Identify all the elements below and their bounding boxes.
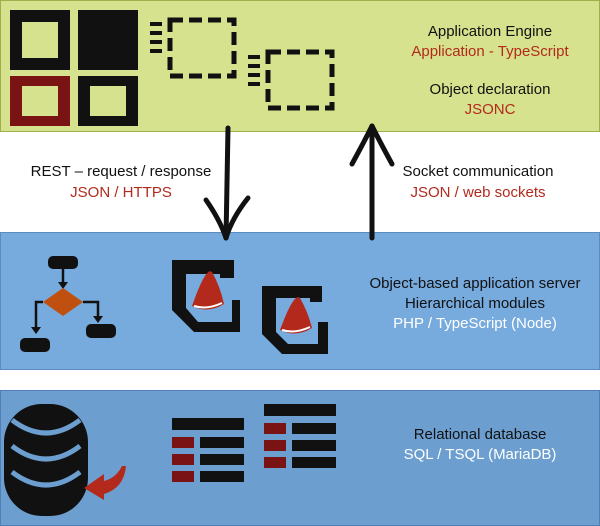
database-icon — [4, 404, 126, 516]
server-layer-subtitle: Hierarchical modules — [404, 295, 546, 312]
window-lines-icon — [150, 22, 260, 86]
object-declaration-title: Object declaration — [429, 81, 551, 98]
rest-link-title: REST – request / response — [30, 163, 212, 180]
module-icon — [172, 260, 328, 354]
app-grid-icon — [10, 10, 138, 126]
flowchart-icon — [20, 256, 116, 352]
rest-arrow — [203, 125, 251, 241]
db-layer-title: Relational database — [413, 426, 547, 443]
socket-arrow — [349, 123, 395, 241]
object-declaration-tech: JSONC — [464, 101, 516, 118]
socket-link-tech: JSON / web sockets — [410, 184, 546, 201]
server-layer-tech: PHP / TypeScript (Node) — [393, 315, 557, 332]
table-list-icon — [172, 404, 336, 482]
rest-link-tech: JSON / HTTPS — [70, 184, 172, 201]
socket-link-title: Socket communication — [402, 163, 554, 180]
server-layer-title: Object-based application server — [369, 275, 581, 292]
app-layer-tech: Application - TypeScript — [411, 43, 569, 60]
app-layer-title: Application Engine — [427, 23, 553, 40]
window-outline-icon — [167, 17, 335, 111]
db-layer-tech: SQL / TSQL (MariaDB) — [403, 446, 557, 463]
